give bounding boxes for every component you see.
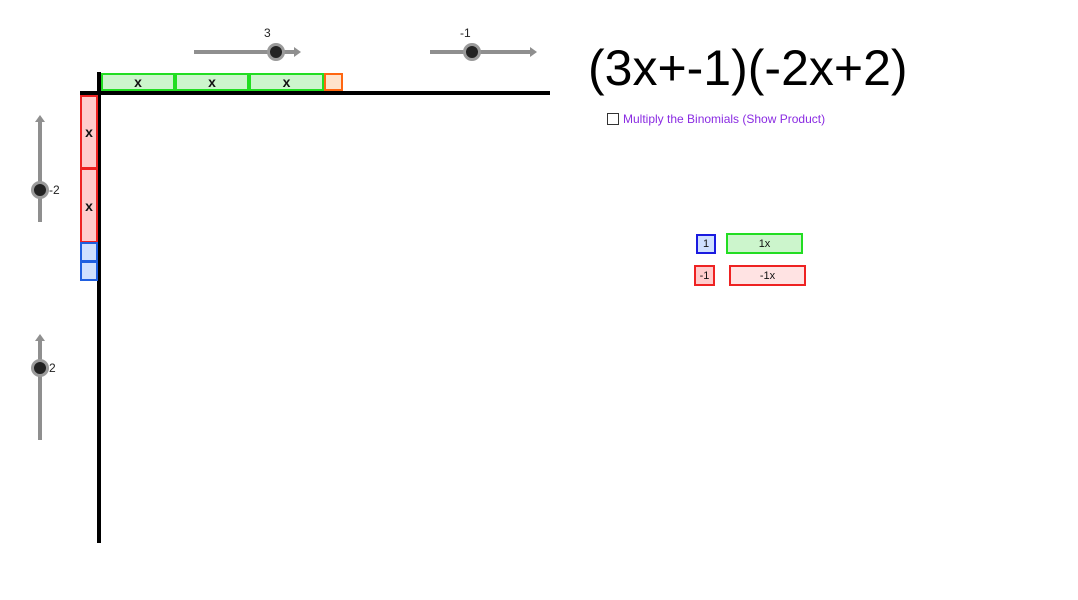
slider-track[interactable]: [38, 340, 42, 440]
x-tile-negative[interactable]: x: [80, 168, 98, 243]
slider-knob[interactable]: [463, 43, 481, 61]
slider-track[interactable]: [38, 122, 42, 222]
checkbox-label: Multiply the Binomials (Show Product): [623, 112, 826, 126]
show-product-checkbox[interactable]: Multiply the Binomials (Show Product): [607, 112, 825, 126]
slider-arrow-up-icon: [35, 334, 45, 341]
slider-value: 2: [49, 361, 56, 375]
legend-positive-unit: 1: [696, 234, 716, 254]
unit-tile-positive[interactable]: [80, 261, 98, 281]
legend-negative-unit: -1: [694, 265, 715, 286]
x-tile-positive[interactable]: x: [249, 73, 324, 91]
slider-value: -2: [49, 183, 60, 197]
x-tile-negative[interactable]: x: [80, 95, 98, 169]
vertical-axis: [97, 72, 101, 543]
legend-negative-x: -1x: [729, 265, 806, 286]
x-tile-positive[interactable]: x: [101, 73, 175, 91]
slider-track[interactable]: [194, 50, 294, 54]
unit-tile-negative[interactable]: [324, 73, 343, 91]
unit-tile-positive[interactable]: [80, 242, 98, 262]
slider-value: -1: [460, 26, 471, 40]
slider-knob[interactable]: [31, 359, 49, 377]
horizontal-axis: [80, 91, 550, 95]
slider-arrow-right-icon: [530, 47, 537, 57]
slider-knob[interactable]: [267, 43, 285, 61]
slider-value: 3: [264, 26, 271, 40]
binomial-expression: (3x+-1)(-2x+2): [588, 40, 908, 96]
x-tile-positive[interactable]: x: [175, 73, 249, 91]
checkbox-icon[interactable]: [607, 113, 619, 125]
slider-arrow-right-icon: [294, 47, 301, 57]
slider-knob[interactable]: [31, 181, 49, 199]
legend-positive-x: 1x: [726, 233, 803, 254]
slider-arrow-up-icon: [35, 115, 45, 122]
